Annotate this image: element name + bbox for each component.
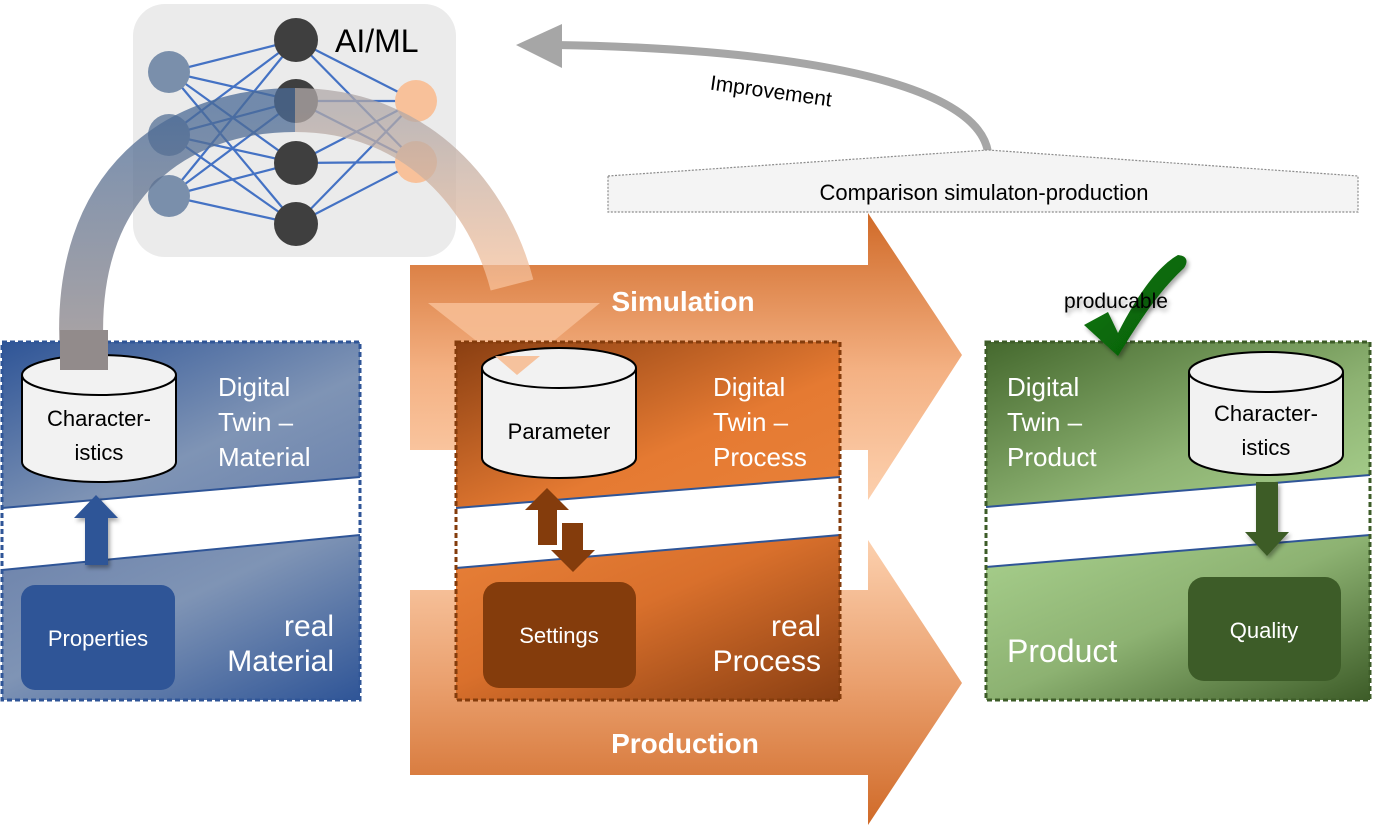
product-dt-line3: Product (1007, 442, 1097, 472)
simulation-label: Simulation (611, 286, 754, 317)
nn-hidden-node (274, 18, 318, 62)
nn-hidden-node (274, 202, 318, 246)
nn-input-node (148, 175, 190, 217)
comparison-label: Comparison simulaton-production (820, 180, 1149, 205)
improvement-label: Improvement (709, 72, 834, 112)
parameter-db: Parameter (481, 347, 637, 479)
ai-to-process-arc (294, 88, 534, 291)
production-label: Production (611, 728, 759, 759)
checkmark-icon (1084, 255, 1187, 356)
material-characteristics-db: Character- istics (21, 330, 177, 483)
process-block: Parameter Digital Twin – Process Setting… (454, 340, 842, 702)
process-dt-line2: Twin – (713, 407, 789, 437)
process-dt-line1: Digital (713, 372, 785, 402)
up-arrow-icon (74, 495, 118, 565)
material-real-line1: real (284, 610, 334, 643)
arc-base (60, 330, 108, 370)
product-dt-line2: Twin – (1007, 407, 1083, 437)
process-dt-line3: Process (713, 442, 807, 472)
producable-indicator: producable (1064, 255, 1187, 356)
material-block: Character- istics Digital Twin – Materia… (0, 330, 362, 702)
product-characteristics-db: Character- istics (1188, 351, 1344, 476)
nn-hidden-node (274, 141, 318, 185)
parameter-label: Parameter (508, 419, 611, 444)
bidirectional-arrow-icon (525, 488, 595, 572)
material-db-label-line1: Character- (47, 406, 151, 431)
material-db-label-line2: istics (75, 440, 124, 465)
producable-label: producable (1064, 290, 1168, 313)
settings-label: Settings (519, 623, 599, 648)
properties-box (21, 585, 175, 690)
ai-arrow-tip (495, 356, 540, 375)
properties-label: Properties (48, 626, 148, 651)
improvement-arrow: Improvement (516, 24, 992, 153)
process-real-line1: real (771, 610, 821, 643)
nn-edge (295, 39, 417, 102)
process-real-line2: Process (713, 645, 821, 678)
material-real-line2: Material (227, 645, 334, 678)
comparison-callout: Comparison simulaton-production (607, 149, 1359, 213)
ai-to-process-arrowhead (428, 303, 600, 372)
down-arrow-icon (1245, 482, 1289, 556)
material-dt-line3: Material (218, 442, 310, 472)
material-dt-line2: Twin – (218, 407, 294, 437)
quality-label: Quality (1230, 618, 1298, 643)
product-db-label-line2: istics (1242, 435, 1291, 460)
quality-box (1188, 577, 1341, 681)
ai-ml-title: AI/ML (335, 23, 419, 59)
material-to-ai-arc (59, 88, 296, 357)
nn-input-node (148, 51, 190, 93)
product-dt-line1: Digital (1007, 372, 1079, 402)
product-db-label-line1: Character- (1214, 401, 1318, 426)
product-block: Digital Twin – Product Character- istics… (984, 340, 1372, 702)
nn-output-node (395, 80, 437, 122)
nn-edge (295, 161, 417, 225)
product-real-label: Product (1007, 633, 1117, 669)
settings-box (483, 582, 636, 688)
material-dt-line1: Digital (218, 372, 290, 402)
